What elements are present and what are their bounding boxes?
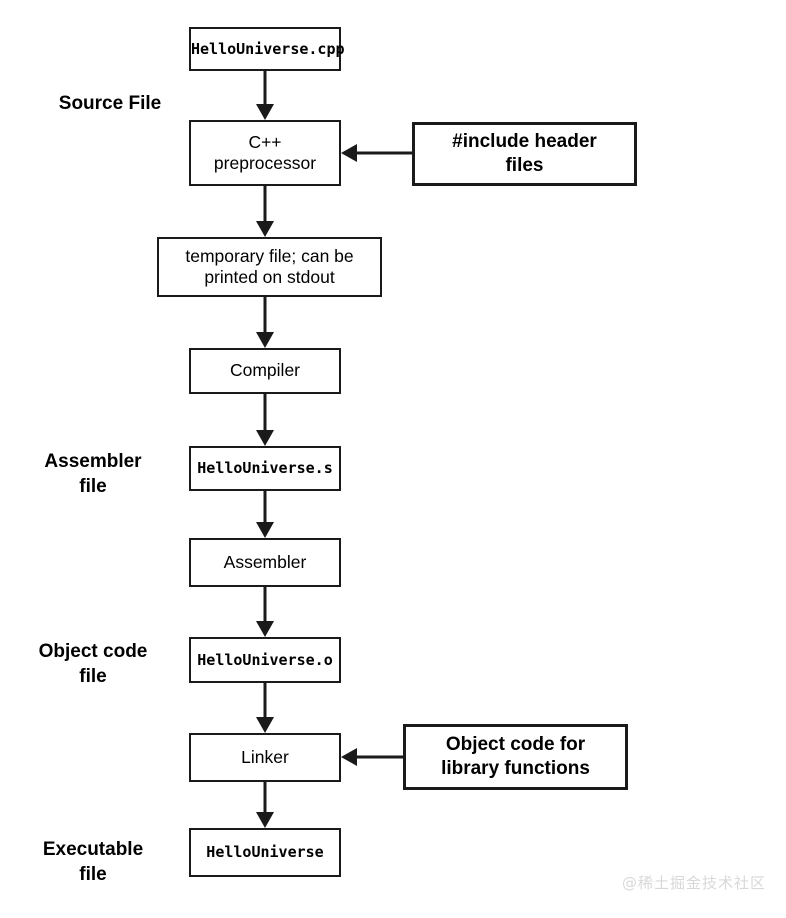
arrow-library-to-linker xyxy=(341,748,403,766)
node-preprocessor: C++ preprocessor xyxy=(189,120,341,186)
node-label-compiler: Compiler xyxy=(229,360,301,381)
node-library-object: Object code for library functions xyxy=(403,724,628,790)
node-label-library-object: Object code for library functions xyxy=(441,733,590,779)
stage-label-source-file: Source File xyxy=(58,93,162,114)
node-executable: HelloUniverse xyxy=(189,828,341,877)
node-label-include-headers: #include header files xyxy=(452,130,597,176)
node-label-linker: Linker xyxy=(241,746,289,767)
arrow-assembler-to-object xyxy=(256,587,274,637)
arrow-linker-to-executable xyxy=(256,782,274,828)
watermark: @稀土掘金技术社区 xyxy=(622,874,767,892)
node-label-source-cpp: HelloUniverse.cpp xyxy=(191,39,345,58)
node-label-executable: HelloUniverse xyxy=(206,843,324,862)
arrow-temporary-to-compiler xyxy=(256,297,274,348)
arrow-object-to-linker xyxy=(256,683,274,733)
node-label-assembler: Assembler xyxy=(223,551,307,572)
node-assembly-s: HelloUniverse.s xyxy=(189,446,341,491)
node-include-headers: #include header files xyxy=(412,122,637,186)
node-compiler: Compiler xyxy=(189,348,341,394)
arrow-assembly-to-assembler xyxy=(256,491,274,538)
arrow-compiler-to-assembly xyxy=(256,394,274,446)
stage-label-object-code-file: Object code file xyxy=(38,641,148,687)
node-label-temporary-file: temporary file; can be printed on stdout xyxy=(185,245,354,287)
node-temporary-file: temporary file; can be printed on stdout xyxy=(157,237,382,297)
node-linker: Linker xyxy=(189,733,341,782)
arrow-preprocessor-to-temporary xyxy=(256,186,274,237)
arrow-source-to-preprocessor xyxy=(256,71,274,120)
node-label-preprocessor: C++ preprocessor xyxy=(213,131,317,173)
node-object-o: HelloUniverse.o xyxy=(189,637,341,683)
stage-label-assembler-file: Assembler file xyxy=(44,451,142,497)
arrow-headers-to-preprocessor xyxy=(341,144,412,162)
node-assembler: Assembler xyxy=(189,538,341,587)
node-label-object-o: HelloUniverse.o xyxy=(197,650,333,669)
node-label-assembly-s: HelloUniverse.s xyxy=(197,459,333,478)
stage-label-executable-file: Executable file xyxy=(42,839,144,885)
node-source-cpp: HelloUniverse.cpp xyxy=(189,27,345,71)
